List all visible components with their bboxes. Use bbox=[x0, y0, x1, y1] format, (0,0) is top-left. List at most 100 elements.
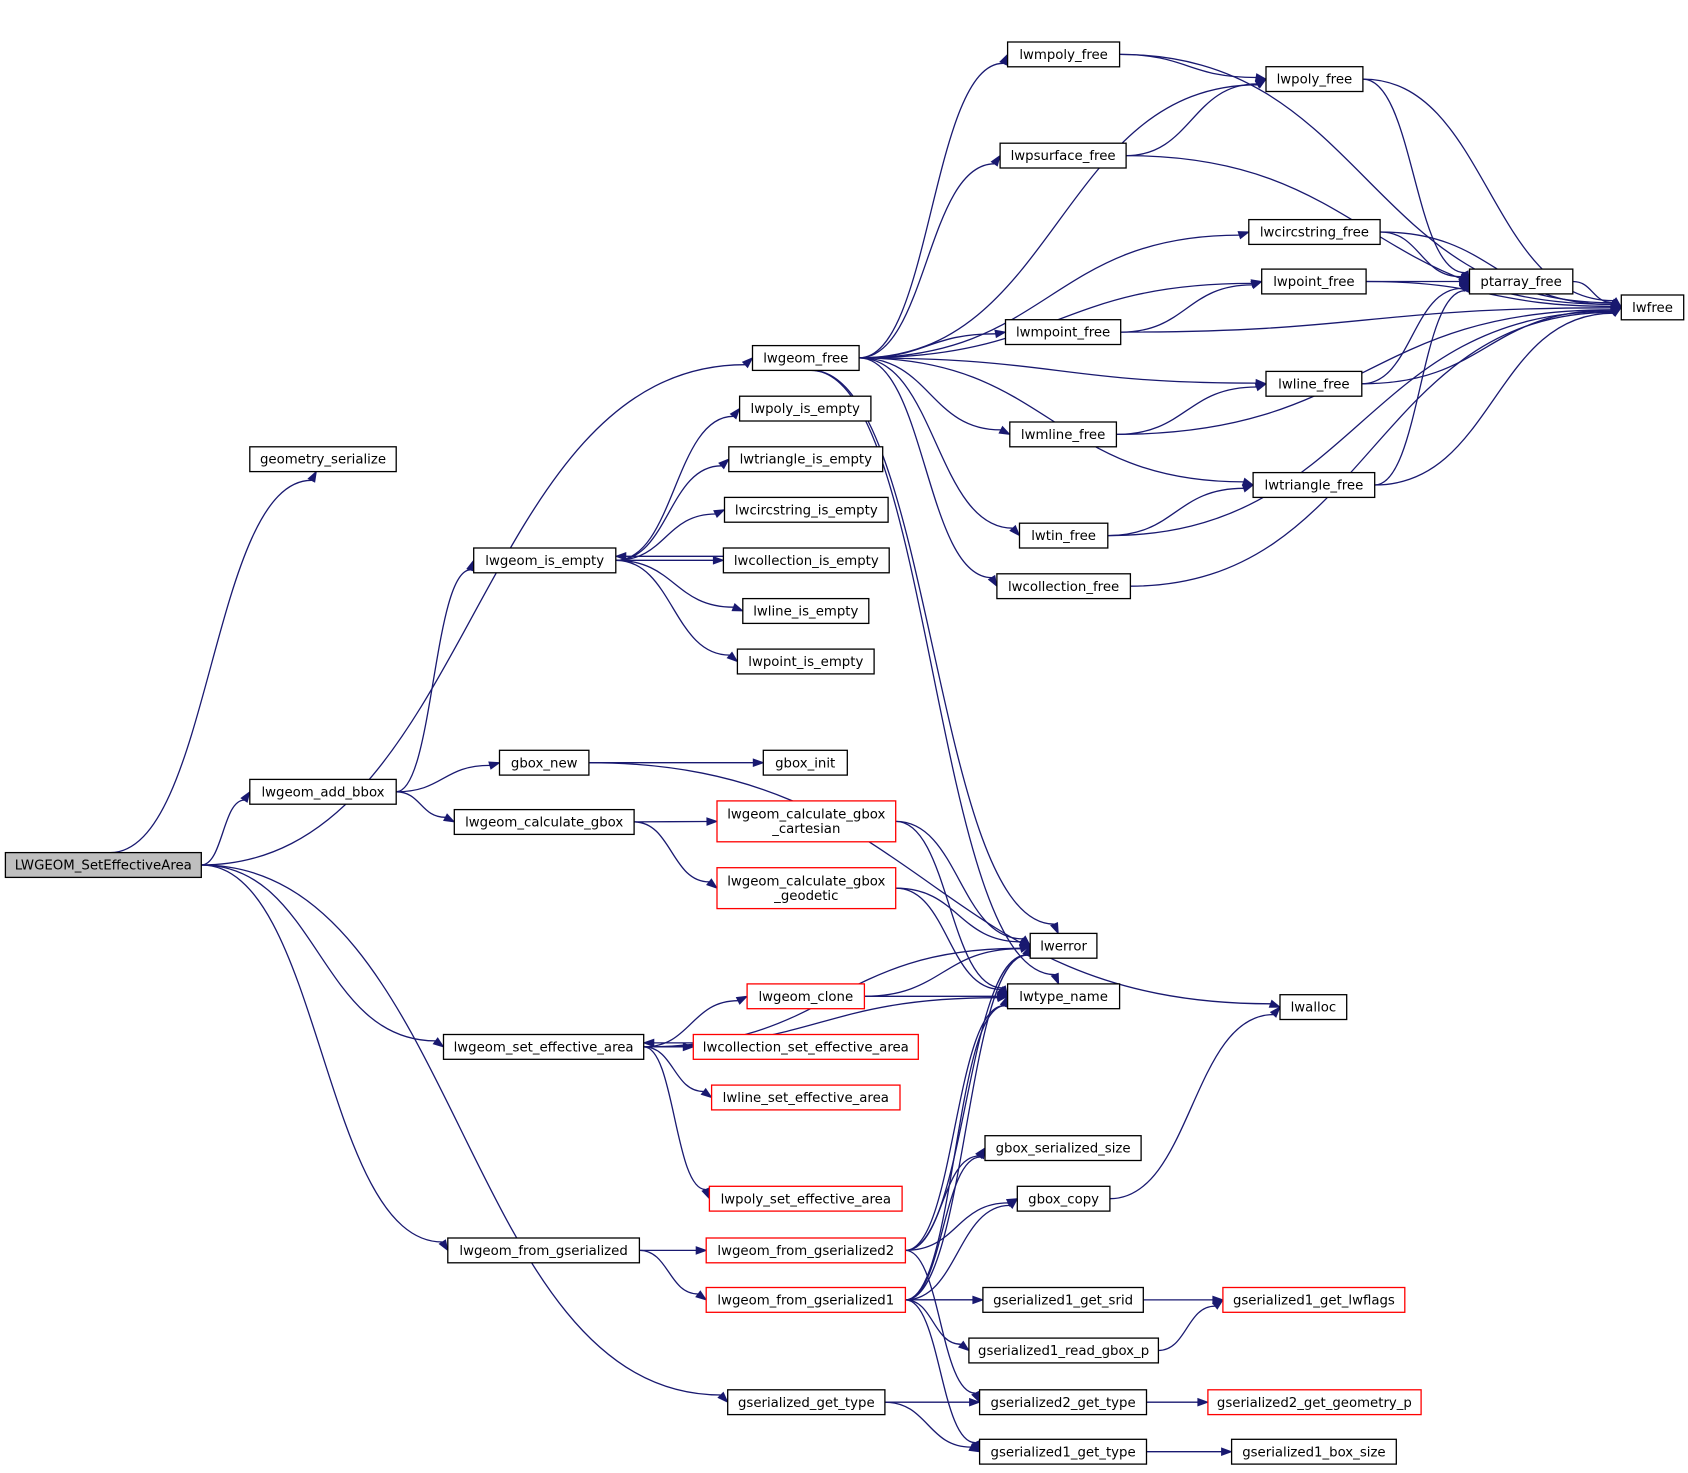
node-label: lwpoly_set_effective_area bbox=[721, 1192, 891, 1207]
node-lwalloc[interactable]: lwalloc bbox=[1279, 994, 1348, 1021]
edge-lwgeom_is_empty-to-lwtriangle_is_empty bbox=[615, 458, 730, 561]
node-gserialized1-get-type[interactable]: gserialized1_get_type bbox=[978, 1438, 1148, 1465]
node-ptarray-free[interactable]: ptarray_free bbox=[1468, 268, 1574, 295]
node-box bbox=[978, 1389, 1148, 1416]
node-lwtin-free[interactable]: lwtin_free bbox=[1018, 522, 1109, 549]
node-box bbox=[1016, 1185, 1111, 1212]
edge-lwgeom_is_empty-to-lwline_is_empty bbox=[615, 559, 745, 612]
node-lwgeom-calculate-gbox-geodetic[interactable]: lwgeom_calculate_gbox_geodetic bbox=[716, 867, 897, 910]
node-gbox-init[interactable]: gbox_init bbox=[762, 749, 848, 776]
node-lwerror[interactable]: lwerror bbox=[1029, 932, 1098, 959]
node-label: gserialized1_read_gbox_p bbox=[978, 1344, 1149, 1359]
arrowhead bbox=[990, 154, 1001, 167]
node-lwcollection-set-effective-area[interactable]: lwcollection_set_effective_area bbox=[692, 1033, 919, 1060]
edge-line bbox=[859, 333, 996, 359]
node-gbox-copy[interactable]: gbox_copy bbox=[1016, 1185, 1111, 1212]
node-gserialized1-read-gbox-p[interactable]: gserialized1_read_gbox_p bbox=[968, 1337, 1160, 1364]
edge-line bbox=[859, 62, 1004, 359]
node-lwline-is-empty[interactable]: lwline_is_empty bbox=[742, 597, 870, 625]
node-label: lwtriangle_free bbox=[1265, 479, 1364, 494]
node-label: lwline_set_effective_area bbox=[723, 1091, 889, 1106]
node-box bbox=[442, 1033, 645, 1060]
arrowhead bbox=[307, 470, 318, 483]
node-lwpoly-free[interactable]: lwpoly_free bbox=[1265, 66, 1364, 93]
arrowhead bbox=[1197, 1397, 1210, 1407]
arrowhead bbox=[695, 1290, 708, 1301]
node-gserialized1-get-lwflags[interactable]: gserialized1_get_lwflags bbox=[1222, 1286, 1406, 1313]
node-gserialized-get-type[interactable]: gserialized_get_type bbox=[727, 1389, 886, 1416]
node-gserialized2-get-type[interactable]: gserialized2_get_type bbox=[978, 1389, 1148, 1416]
node-lwgeom-calculate-gbox[interactable]: lwgeom_calculate_gbox bbox=[453, 808, 635, 836]
node-lwgeom-calculate-gbox-cartesian[interactable]: lwgeom_calculate_gbox_cartesian bbox=[716, 800, 897, 843]
edge-lwgeom_from_gserialized1-to-lwtype_name bbox=[905, 994, 1009, 1301]
node-box bbox=[738, 395, 872, 422]
node-lwline-free[interactable]: lwline_free bbox=[1265, 370, 1363, 397]
node-lwmpoly-free[interactable]: lwmpoly_free bbox=[1006, 41, 1121, 68]
node-lwmline-free[interactable]: lwmline_free bbox=[1009, 421, 1118, 448]
edge-lwcollection_free-to-lwfree bbox=[1130, 306, 1623, 587]
node-label: lwgeom_set_effective_area bbox=[454, 1041, 634, 1056]
arrowhead bbox=[700, 1087, 713, 1099]
node-lwcollection-free[interactable]: lwcollection_free bbox=[996, 573, 1132, 600]
arrowhead bbox=[1050, 972, 1060, 986]
node-lwcircstring-is-empty[interactable]: lwcircstring_is_empty bbox=[723, 496, 889, 523]
edge-lwgeom_free-to-lwmpoint_free bbox=[859, 329, 1007, 359]
node-lwpoly-set-effective-area[interactable]: lwpoly_set_effective_area bbox=[708, 1185, 903, 1212]
edge-line bbox=[905, 1202, 1009, 1252]
node-box bbox=[1029, 932, 1098, 959]
node-gserialized2-get-geometry-p[interactable]: gserialized2_get_geometry_p bbox=[1207, 1389, 1422, 1416]
node-gserialized1-get-srid[interactable]: gserialized1_get_srid bbox=[982, 1286, 1144, 1313]
edge-line bbox=[905, 1155, 979, 1252]
node-box bbox=[692, 1033, 919, 1060]
arrowhead bbox=[1269, 1005, 1281, 1018]
node-lwgeom-add-bbox[interactable]: lwgeom_add_bbox bbox=[249, 778, 397, 805]
edge-line bbox=[588, 762, 1271, 1005]
node-lwcollection-is-empty[interactable]: lwcollection_is_empty bbox=[722, 547, 890, 574]
node-box bbox=[705, 1286, 907, 1313]
node-lwgeom-from-gserialized2[interactable]: lwgeom_from_gserialized2 bbox=[705, 1237, 907, 1264]
node-box bbox=[968, 1337, 1160, 1364]
node-lwline-set-effective-area[interactable]: lwline_set_effective_area bbox=[710, 1084, 901, 1111]
node-lwfree[interactable]: lwfree bbox=[1620, 294, 1685, 321]
node-gserialized1-box-size[interactable]: gserialized1_box_size bbox=[1230, 1438, 1397, 1465]
edge-line bbox=[643, 1046, 706, 1191]
node-label: gbox_serialized_size bbox=[996, 1142, 1131, 1157]
nodes-layer: LWGEOM_SetEffectiveArea geometry_serializ… bbox=[4, 41, 1685, 1465]
node-lwcircstring-free[interactable]: lwcircstring_free bbox=[1248, 218, 1381, 246]
arrowhead bbox=[729, 407, 741, 420]
edge-line bbox=[859, 234, 1240, 359]
edge-lwgeom_free-to-lwcircstring_free bbox=[859, 231, 1251, 359]
node-lwtriangle-is-empty[interactable]: lwtriangle_is_empty bbox=[728, 446, 884, 473]
edge-line bbox=[1126, 83, 1258, 157]
node-lwmpoint-free[interactable]: lwmpoint_free bbox=[1004, 319, 1122, 346]
edge-line bbox=[1362, 78, 1465, 274]
node-root[interactable]: LWGEOM_SetEffectiveArea bbox=[4, 851, 202, 879]
node-lwgeom-free[interactable]: lwgeom_free bbox=[751, 344, 860, 372]
node-label: gbox_new bbox=[511, 756, 578, 771]
node-lwpoint-is-empty[interactable]: lwpoint_is_empty bbox=[736, 648, 875, 675]
node-lwpsurface-free[interactable]: lwpsurface_free bbox=[999, 142, 1127, 169]
edge-lwgeom_add_bbox-to-lwgeom_calculate_gbox bbox=[396, 791, 456, 823]
node-lwgeom-clone[interactable]: lwgeom_clone bbox=[746, 983, 866, 1010]
node-lwgeom-set-effective-area[interactable]: lwgeom_set_effective_area bbox=[442, 1033, 645, 1060]
node-geometry-serialize[interactable]: geometry_serialize bbox=[249, 446, 397, 473]
node-lwtype-name[interactable]: lwtype_name bbox=[1006, 983, 1121, 1010]
arrowhead bbox=[1237, 231, 1251, 240]
node-lwtriangle-free[interactable]: lwtriangle_free bbox=[1252, 471, 1376, 499]
node-lwpoint-free[interactable]: lwpoint_free bbox=[1261, 268, 1367, 295]
node-label: LWGEOM_SetEffectiveArea bbox=[15, 859, 192, 874]
edge-lwgeom_calculate_gbox_cartesian-to-lwerror bbox=[895, 820, 1032, 947]
node-lwgeom-from-gserialized1[interactable]: lwgeom_from_gserialized1 bbox=[705, 1286, 907, 1313]
node-gbox-new[interactable]: gbox_new bbox=[498, 749, 590, 776]
arrowhead bbox=[726, 651, 739, 663]
node-gbox-serialized-size[interactable]: gbox_serialized_size bbox=[984, 1135, 1142, 1162]
node-lwgeom-is-empty[interactable]: lwgeom_is_empty bbox=[473, 547, 617, 574]
node-box bbox=[978, 1438, 1148, 1465]
node-box bbox=[742, 597, 870, 625]
node-lwpoly-is-empty[interactable]: lwpoly_is_empty bbox=[738, 395, 872, 422]
edge-lwtin_free-to-lwtriangle_free bbox=[1107, 484, 1255, 537]
node-label: lwmline_free bbox=[1021, 428, 1105, 443]
node-lwgeom-from-gserialized[interactable]: lwgeom_from_gserialized bbox=[447, 1237, 641, 1264]
edge-lwgeom_clone-to-lwtype_name bbox=[864, 991, 1010, 1001]
edge-line bbox=[1116, 309, 1612, 436]
